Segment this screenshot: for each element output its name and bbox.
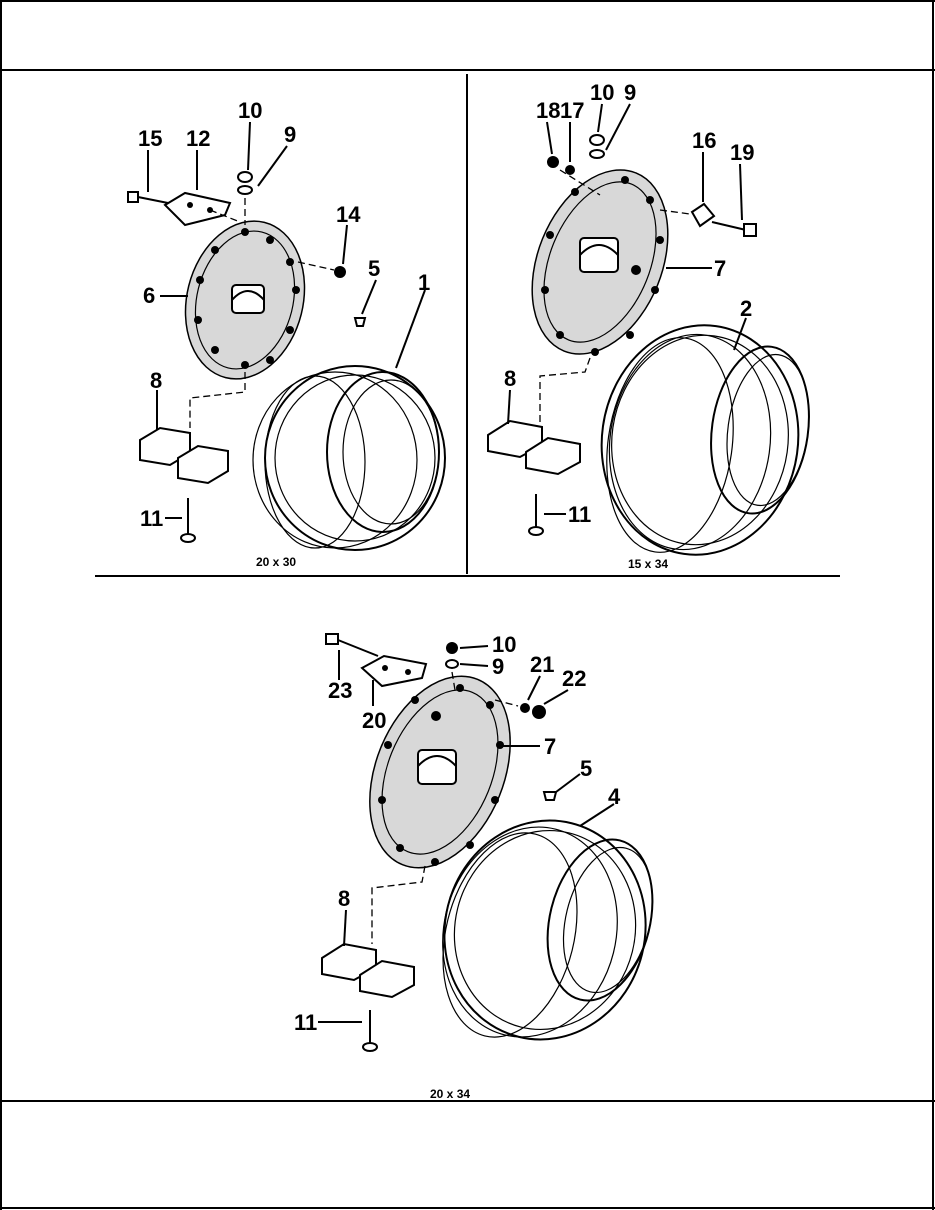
rim-part-2 (600, 324, 810, 556)
figure-20x34: 10 9 21 22 23 20 7 5 4 8 11 20 x 34 (294, 632, 654, 1101)
bottom-border (0, 1207, 935, 1209)
callout-4: 4 (608, 784, 621, 809)
wheel-disc-part-7-fig2 (531, 169, 669, 356)
bolt-part-11-fig2 (528, 494, 544, 536)
callout-9: 9 (624, 80, 636, 105)
nut-part-10-fig1 (237, 171, 253, 183)
bolt-part-11-fig1 (180, 498, 196, 543)
callout-10: 10 (238, 98, 262, 123)
callout-21: 21 (530, 652, 554, 677)
figure-caption-20x34: 20 x 34 (430, 1087, 470, 1101)
clamp-blocks-part-8-fig3 (321, 942, 415, 999)
callout-9: 9 (284, 122, 296, 147)
rim-part-4 (442, 819, 654, 1041)
washer-part-9-fig2 (589, 149, 605, 159)
bracket-part-16 (690, 202, 716, 228)
callout-14: 14 (336, 202, 361, 227)
callout-5: 5 (580, 756, 592, 781)
callout-23: 23 (328, 678, 352, 703)
callout-7: 7 (714, 256, 726, 281)
washer-part-9-fig3 (445, 659, 459, 669)
callout-12: 12 (186, 126, 210, 151)
header-divider (0, 69, 935, 71)
callout-18: 18 (536, 98, 560, 123)
figure-caption-15x34: 15 x 34 (628, 557, 668, 571)
washer-part-9-fig1 (237, 185, 253, 195)
valve-part-5-fig1 (353, 317, 367, 327)
callout-1: 1 (418, 270, 430, 295)
bolt-part-23 (325, 633, 379, 657)
callout-19: 19 (730, 140, 754, 165)
wheel-disc-part-6 (184, 220, 306, 380)
footer-divider (0, 1100, 935, 1102)
callout-17: 17 (560, 98, 584, 123)
callout-8: 8 (504, 366, 516, 391)
callout-16: 16 (692, 128, 716, 153)
callout-8: 8 (150, 368, 162, 393)
callout-10: 10 (492, 632, 516, 657)
callout-6: 6 (143, 283, 155, 308)
callout-11: 11 (140, 506, 163, 531)
nut-part-14 (334, 266, 346, 278)
callout-11: 11 (294, 1010, 317, 1035)
callout-20: 20 (362, 708, 386, 733)
callout-22: 22 (562, 666, 586, 691)
nut-part-10-fig2 (589, 134, 605, 146)
bolt-part-15 (127, 191, 169, 204)
clamp-part-12 (163, 191, 232, 227)
nut-part-22 (532, 705, 546, 719)
callout-15: 15 (138, 126, 162, 151)
rim-part-1 (252, 365, 446, 551)
callout-7: 7 (544, 734, 556, 759)
left-border (0, 0, 2, 1210)
figure-20x30: 15 12 10 9 14 5 1 6 8 11 20 x 30 (127, 98, 446, 569)
washer-part-17 (565, 165, 575, 175)
valve-part-5-fig3 (542, 791, 558, 801)
callout-9: 9 (492, 654, 504, 679)
panel-horizontal-divider (95, 575, 840, 577)
bolt-part-19 (711, 221, 757, 237)
nut-part-18 (547, 156, 559, 168)
callout-5: 5 (368, 256, 380, 281)
washer-part-21 (520, 703, 530, 713)
callout-10: 10 (590, 80, 614, 105)
callout-8: 8 (338, 886, 350, 911)
right-border (932, 0, 934, 1210)
wheel-disc-part-7-fig3 (369, 675, 511, 869)
figure-caption-20x30: 20 x 30 (256, 555, 296, 569)
panel-vertical-divider (466, 74, 468, 574)
nut-part-10-fig3 (446, 642, 458, 654)
bolt-part-11-fig3 (362, 1010, 378, 1052)
top-border (0, 0, 935, 2)
clamp-blocks-part-8-fig1 (139, 426, 229, 485)
figure-15x34: 18 17 10 9 16 19 7 2 8 11 15 x 34 (487, 80, 810, 571)
clamp-blocks-part-8-fig2 (487, 419, 581, 476)
callout-2: 2 (740, 296, 752, 321)
callout-11: 11 (568, 502, 591, 527)
clamp-part-20 (360, 654, 428, 688)
